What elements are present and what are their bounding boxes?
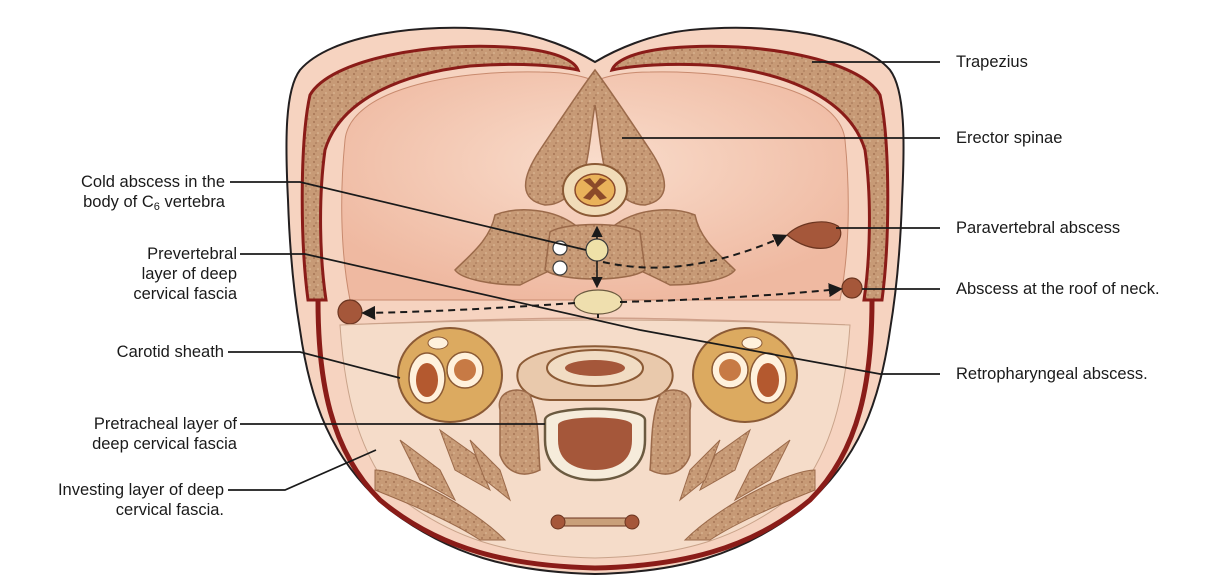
- label-paravertebral-abscess-text: Paravertebral abscess: [956, 218, 1120, 238]
- label-erector-spinae-text: Erector spinae: [956, 128, 1062, 148]
- label-investing-line1: Investing layer of deep: [58, 480, 224, 500]
- label-cold-abscess-line2: body of C6 vertebra: [81, 192, 225, 212]
- label-abscess-roof: Abscess at the roof of neck.: [956, 279, 1160, 299]
- label-trapezius-text: Trapezius: [956, 52, 1028, 72]
- label-pretracheal-line2: deep cervical fascia: [92, 434, 237, 454]
- label-carotid-sheath: Carotid sheath: [117, 342, 224, 362]
- label-carotid-sheath-text: Carotid sheath: [117, 342, 224, 362]
- label-prevertebral-line2: layer of deep: [133, 264, 237, 284]
- label-pretracheal: Pretracheal layer of deep cervical fasci…: [92, 414, 237, 454]
- label-abscess-roof-text: Abscess at the roof of neck.: [956, 279, 1160, 299]
- label-prevertebral: Prevertebral layer of deep cervical fasc…: [133, 244, 237, 304]
- label-retropharyngeal-abscess-text: Retropharyngeal abscess.: [956, 364, 1148, 384]
- label-cold-abscess-line1: Cold abscess in the: [81, 172, 225, 192]
- label-paravertebral-abscess: Paravertebral abscess: [956, 218, 1120, 238]
- abscess-roof-right: [842, 278, 862, 298]
- label-investing-line2: cervical fascia.: [58, 500, 224, 520]
- label-prevertebral-line3: cervical fascia: [133, 284, 237, 304]
- label-cold-abscess-line2-post: vertebra: [160, 193, 225, 211]
- vertebral-abscess-lower: [553, 261, 567, 275]
- label-erector-spinae: Erector spinae: [956, 128, 1062, 148]
- abscess-roof-left: [338, 300, 362, 324]
- label-investing: Investing layer of deep cervical fascia.: [58, 480, 224, 520]
- label-pretracheal-line1: Pretracheal layer of: [92, 414, 237, 434]
- label-trapezius: Trapezius: [956, 52, 1028, 72]
- label-prevertebral-line1: Prevertebral: [133, 244, 237, 264]
- pharynx-inner: [565, 360, 625, 376]
- label-cold-abscess: Cold abscess in the body of C6 vertebra: [81, 172, 225, 212]
- prevertebral-abscess: [574, 290, 622, 314]
- carotid-sheath-left: [398, 328, 502, 422]
- label-retropharyngeal-abscess: Retropharyngeal abscess.: [956, 364, 1148, 384]
- label-cold-abscess-line2-pre: body of C: [83, 193, 154, 211]
- trachea-lumen: [558, 418, 632, 471]
- vertebral-body-abscess: [586, 239, 608, 261]
